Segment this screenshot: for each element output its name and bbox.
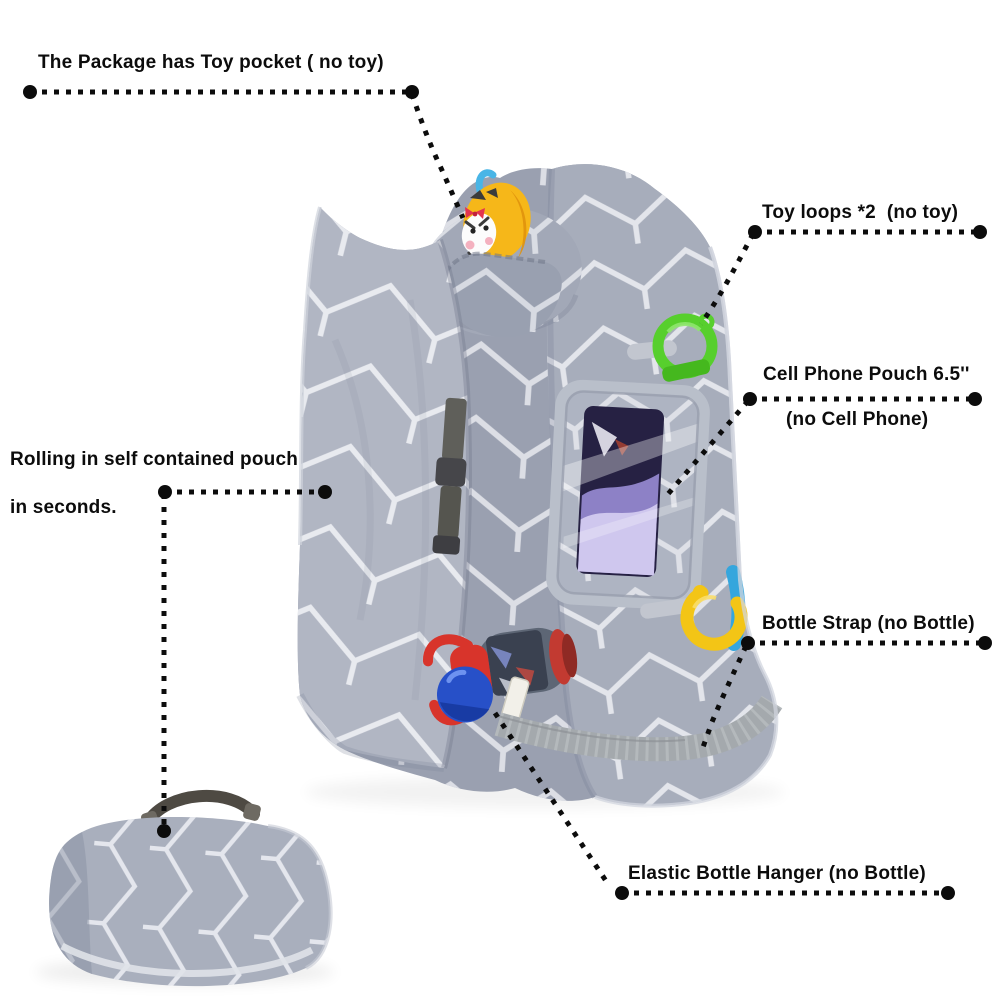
leader-bottle-hanger	[492, 711, 955, 900]
phone	[576, 405, 665, 578]
label-toy-loops: Toy loops *2 (no toy)	[762, 202, 959, 223]
label-phone-pouch-line2: (no Cell Phone)	[786, 409, 929, 430]
leader-toy-loops	[698, 225, 987, 326]
rolled-pouch	[49, 789, 333, 987]
label-toy-pocket: The Package has Toy pocket ( no toy)	[38, 52, 384, 73]
phone-pouch	[546, 379, 710, 610]
cover-edge-piping	[594, 246, 779, 808]
plush-toy	[461, 169, 531, 264]
label-rolling-pouch-line2: in seconds.	[10, 497, 117, 518]
leader-rolling-pouch	[157, 485, 332, 838]
label-phone-pouch-line1: Cell Phone Pouch 6.5''	[763, 364, 970, 385]
green-toy-loop	[627, 313, 718, 382]
cart-cover	[296, 164, 783, 808]
leader-phone-pouch	[666, 392, 982, 496]
toy-pocket	[444, 251, 562, 338]
label-bottle-hanger: Elastic Bottle Hanger (no Bottle)	[628, 863, 926, 884]
label-bottle-strap: Bottle Strap (no Bottle)	[762, 613, 975, 634]
leader-lines	[23, 85, 992, 900]
buckle-strap	[432, 397, 467, 555]
leader-bottle-strap	[699, 636, 992, 751]
waist-strap	[494, 695, 783, 762]
cover-flap	[296, 206, 472, 772]
leader-toy-pocket	[23, 85, 466, 220]
toy-bottle	[422, 627, 578, 726]
label-rolling-pouch-line1: Rolling in self contained pouch	[10, 449, 299, 470]
yellow-toy-loop	[640, 585, 748, 651]
